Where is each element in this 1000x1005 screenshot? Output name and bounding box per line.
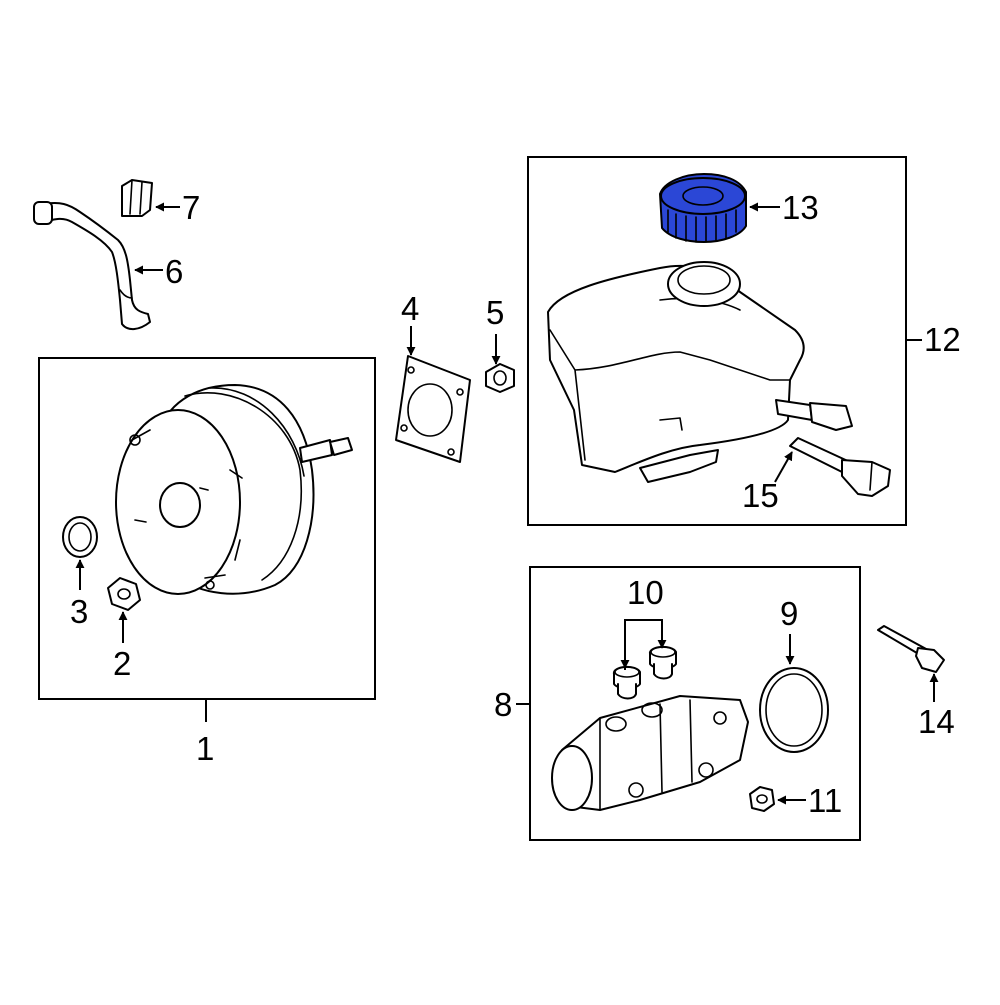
brake-fluid-reservoir[interactable] [547, 261, 853, 483]
callout-11: 11 [808, 782, 842, 819]
vacuum-hose[interactable] [33, 201, 151, 330]
gasket-nut[interactable] [485, 363, 515, 393]
master-cylinder[interactable] [551, 695, 749, 811]
hose-clip[interactable] [121, 179, 153, 217]
callout-14: 14 [918, 703, 955, 740]
callout-10: 10 [627, 574, 664, 611]
callout-4: 4 [401, 290, 419, 327]
callout-7: 7 [182, 189, 200, 226]
callout-1: 1 [196, 730, 214, 767]
reservoir-grommets[interactable] [613, 646, 677, 700]
callout-6: 6 [165, 253, 183, 290]
callout-8: 8 [494, 686, 512, 723]
fluid-level-sensor[interactable] [789, 437, 891, 497]
leader-lines [75, 202, 939, 805]
callout-5: 5 [486, 294, 504, 331]
reservoir-cap[interactable] [659, 173, 747, 243]
booster-gasket[interactable] [395, 355, 471, 463]
callout-9: 9 [780, 595, 798, 632]
callout-2: 2 [113, 645, 131, 682]
mounting-stud[interactable] [877, 625, 945, 673]
callout-13: 13 [782, 189, 819, 226]
master-cylinder-nut[interactable] [749, 786, 775, 812]
booster-group-box [38, 357, 376, 700]
master-cylinder-seal[interactable] [759, 667, 829, 753]
callout-12: 12 [924, 321, 961, 358]
reservoir-group-box [527, 156, 907, 526]
callout-numbers: 7 6 3 2 1 4 5 13 12 15 10 9 8 11 14 [70, 189, 961, 819]
booster-seal-ring[interactable] [62, 516, 98, 558]
brake-booster[interactable] [115, 384, 353, 595]
booster-nut[interactable] [107, 577, 141, 611]
callout-3: 3 [70, 593, 88, 630]
callout-15: 15 [742, 477, 779, 514]
